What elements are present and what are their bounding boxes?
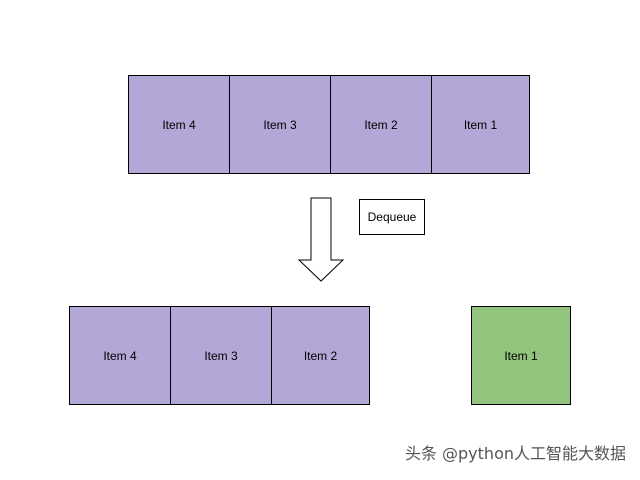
queue-item: Item 4 (69, 306, 171, 405)
dequeued-item: Item 1 (471, 306, 571, 405)
queue-item: Item 2 (271, 306, 370, 405)
down-arrow-icon (298, 197, 344, 282)
watermark: 头条 @python人工智能大数据 (404, 444, 626, 463)
dequeue-label: Dequeue (359, 199, 425, 235)
queue-item: Item 1 (431, 75, 530, 174)
queue-item: Item 3 (170, 306, 272, 405)
queue-item: Item 2 (330, 75, 432, 174)
queue-item: Item 3 (229, 75, 331, 174)
queue-item: Item 4 (128, 75, 230, 174)
